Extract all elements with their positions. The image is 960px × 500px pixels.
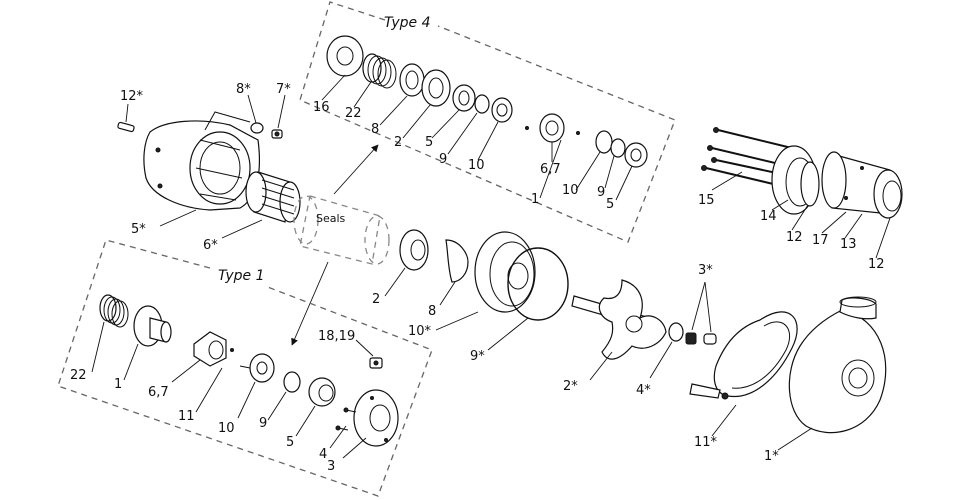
label-type1-3: 3 bbox=[327, 459, 335, 474]
label-type1-11: 11 bbox=[178, 409, 195, 424]
label-type4-6-7: 6,7 bbox=[540, 162, 561, 177]
part-6-7-t1 bbox=[193, 331, 234, 367]
label-center-8: 8 bbox=[428, 304, 436, 319]
part-5-t1 bbox=[308, 377, 336, 407]
seals-placeholder: Seals bbox=[293, 195, 390, 265]
label-center-10-star: 10* bbox=[408, 324, 432, 339]
label-center-3-star: 3* bbox=[698, 263, 713, 278]
part-22-spring-t1 bbox=[99, 294, 129, 328]
label-type1-22: 22 bbox=[70, 368, 87, 383]
part-3-gland bbox=[353, 389, 399, 447]
part-9-oring-a bbox=[474, 94, 490, 114]
part-9-oring-b bbox=[610, 138, 626, 158]
type1-title: Type 1 bbox=[218, 268, 264, 284]
part-18-19-pin bbox=[369, 357, 383, 369]
part-12-pin bbox=[117, 121, 135, 133]
label-right-12b: 12 bbox=[868, 257, 885, 272]
part-6-bearing bbox=[245, 171, 301, 223]
adapter-group: 15 14 12 17 13 12 bbox=[698, 127, 903, 272]
label-6-star: 6* bbox=[203, 238, 218, 253]
part-5-collar-b bbox=[624, 142, 648, 168]
part-10-gasket-b bbox=[595, 130, 613, 154]
label-type1-5: 5 bbox=[286, 435, 294, 450]
part-5-collar-a bbox=[452, 84, 476, 112]
label-right-12a: 12 bbox=[786, 230, 803, 245]
label-8-star: 8* bbox=[236, 82, 251, 97]
part-8-center-ring bbox=[445, 239, 469, 283]
label-right-13: 13 bbox=[840, 237, 857, 252]
type1-boundary bbox=[57, 239, 433, 497]
label-type1-10: 10 bbox=[218, 421, 235, 436]
part-3-impeller-nut bbox=[685, 332, 717, 345]
part-1-t1 bbox=[133, 305, 172, 347]
label-type4-22: 22 bbox=[345, 106, 362, 121]
bearing-frame-group: 12* 8* 7* 5* bbox=[117, 82, 301, 253]
label-type1-4: 4 bbox=[319, 447, 327, 462]
part-2-seat bbox=[421, 69, 451, 107]
label-center-2-star: 2* bbox=[563, 379, 578, 394]
label-7-star: 7* bbox=[276, 82, 291, 97]
arrow-to-type4 bbox=[333, 144, 379, 195]
part-8-washer bbox=[250, 122, 264, 134]
label-right-14: 14 bbox=[760, 209, 777, 224]
label-type4-5b: 5 bbox=[606, 197, 614, 212]
part-2-impeller bbox=[571, 279, 667, 360]
label-type4-9a: 9 bbox=[439, 152, 447, 167]
part-8-ring bbox=[399, 63, 425, 97]
label-5-star: 5* bbox=[131, 222, 146, 237]
label-type4-16: 16 bbox=[313, 100, 330, 115]
part-9-t1 bbox=[283, 371, 301, 393]
label-type4-5a: 5 bbox=[425, 135, 433, 150]
label-center-9-star: 9* bbox=[470, 349, 485, 364]
part-10-seal-plate bbox=[474, 231, 536, 313]
label-12-star: 12* bbox=[120, 89, 144, 104]
part-11-clamp bbox=[689, 311, 798, 400]
part-12-ring bbox=[800, 161, 820, 207]
part-10-gasket-a bbox=[491, 97, 513, 123]
type1-group: Type 1 bbox=[57, 239, 433, 497]
label-type4-9b: 9 bbox=[597, 185, 605, 200]
label-type1-9: 9 bbox=[259, 416, 267, 431]
label-type1-18-19: 18,19 bbox=[318, 329, 355, 344]
part-7-bolt bbox=[271, 129, 283, 139]
label-type1-1: 1 bbox=[114, 377, 122, 392]
label-right-15: 15 bbox=[698, 193, 715, 208]
part-5-frame bbox=[143, 111, 261, 211]
part-1-casing bbox=[788, 296, 887, 434]
type4-group: Type 4 bbox=[299, 1, 676, 243]
part-10-t1 bbox=[239, 353, 275, 383]
part-6-7-sleeve bbox=[525, 113, 580, 143]
part-16-washer bbox=[326, 35, 364, 77]
label-type4-2: 2 bbox=[394, 135, 402, 150]
part-9-gasket bbox=[507, 247, 569, 321]
type4-boundary bbox=[299, 1, 676, 243]
part-22-spring bbox=[362, 53, 397, 89]
type4-title: Type 4 bbox=[384, 15, 430, 31]
label-type4-10a: 10 bbox=[468, 158, 485, 173]
part-2-seal-seat bbox=[399, 229, 429, 271]
label-center-2: 2 bbox=[372, 292, 380, 307]
label-center-1-star: 1* bbox=[764, 449, 779, 464]
label-type4-1: 1 bbox=[531, 192, 539, 207]
part-13-body bbox=[821, 151, 903, 219]
label-center-11-star: 11* bbox=[694, 435, 718, 450]
label-center-4-star: 4* bbox=[636, 383, 651, 398]
label-type4-8: 8 bbox=[371, 122, 379, 137]
seals-label: Seals bbox=[316, 212, 346, 225]
part-4-oring bbox=[668, 322, 684, 342]
label-right-17: 17 bbox=[812, 233, 829, 248]
label-type4-10b: 10 bbox=[562, 183, 579, 198]
part-4-studs-t1 bbox=[335, 407, 357, 431]
label-type1-6-7: 6,7 bbox=[148, 385, 169, 400]
